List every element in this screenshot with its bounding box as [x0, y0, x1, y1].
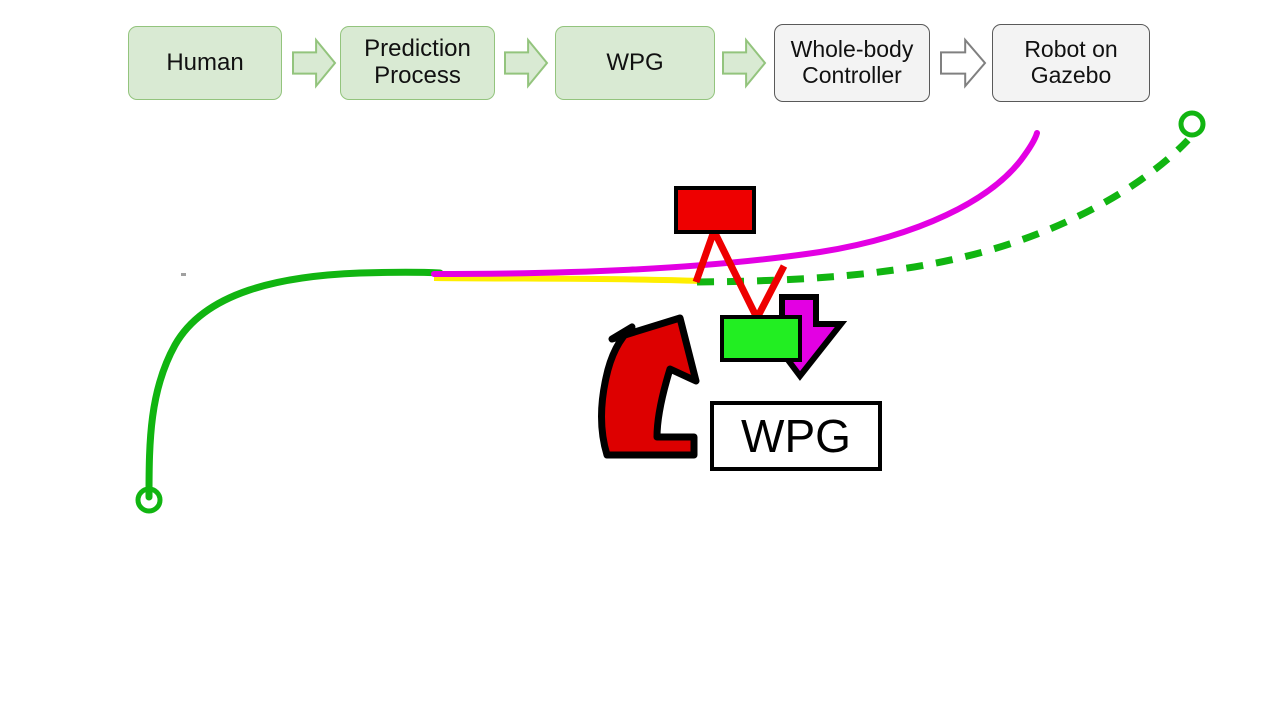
- pipeline-step-label: WPG: [606, 48, 664, 76]
- pipeline-step-label: Human: [166, 48, 244, 76]
- pipeline-step-whole-body-controller[interactable]: Whole-body Controller: [774, 24, 930, 102]
- pipeline-step-label: Robot on Gazebo: [1024, 36, 1118, 88]
- pipeline-step-wpg[interactable]: WPG: [555, 26, 715, 100]
- pipeline-step-prediction-process[interactable]: Prediction Process: [340, 26, 495, 100]
- green-solid-trajectory: [145, 268, 444, 501]
- wpg-annotation-label: WPG: [741, 410, 851, 462]
- magenta-trajectory: [431, 130, 1040, 277]
- faint-gray-dot: [181, 273, 186, 276]
- green-footprint-box-overlay: [720, 315, 802, 362]
- pipeline-step-human[interactable]: Human: [128, 26, 282, 100]
- pipeline-step-label: Prediction Process: [364, 35, 471, 89]
- pipeline-step-robot-on-gazebo[interactable]: Robot on Gazebo: [992, 24, 1150, 102]
- red-footprint-box-overlay: [674, 186, 756, 234]
- wpg-annotation-box: WPG: [710, 401, 882, 471]
- pipeline-step-label: Whole-body Controller: [790, 36, 914, 88]
- green-start-marker: [135, 486, 163, 514]
- arrow-wpg-to-controller: [722, 37, 767, 89]
- arrow-controller-to-robot: [940, 37, 987, 89]
- arrow-human-to-prediction: [292, 37, 337, 89]
- green-dashed-trajectory: [696, 137, 1191, 286]
- green-goal-marker: [1178, 110, 1206, 138]
- red-zigzag-link: [692, 222, 788, 326]
- arrow-prediction-to-wpg: [504, 37, 549, 89]
- red-curved-up-arrow: [598, 314, 700, 459]
- pipeline-arrow-group: [292, 37, 987, 89]
- yellow-trajectory: [433, 275, 701, 284]
